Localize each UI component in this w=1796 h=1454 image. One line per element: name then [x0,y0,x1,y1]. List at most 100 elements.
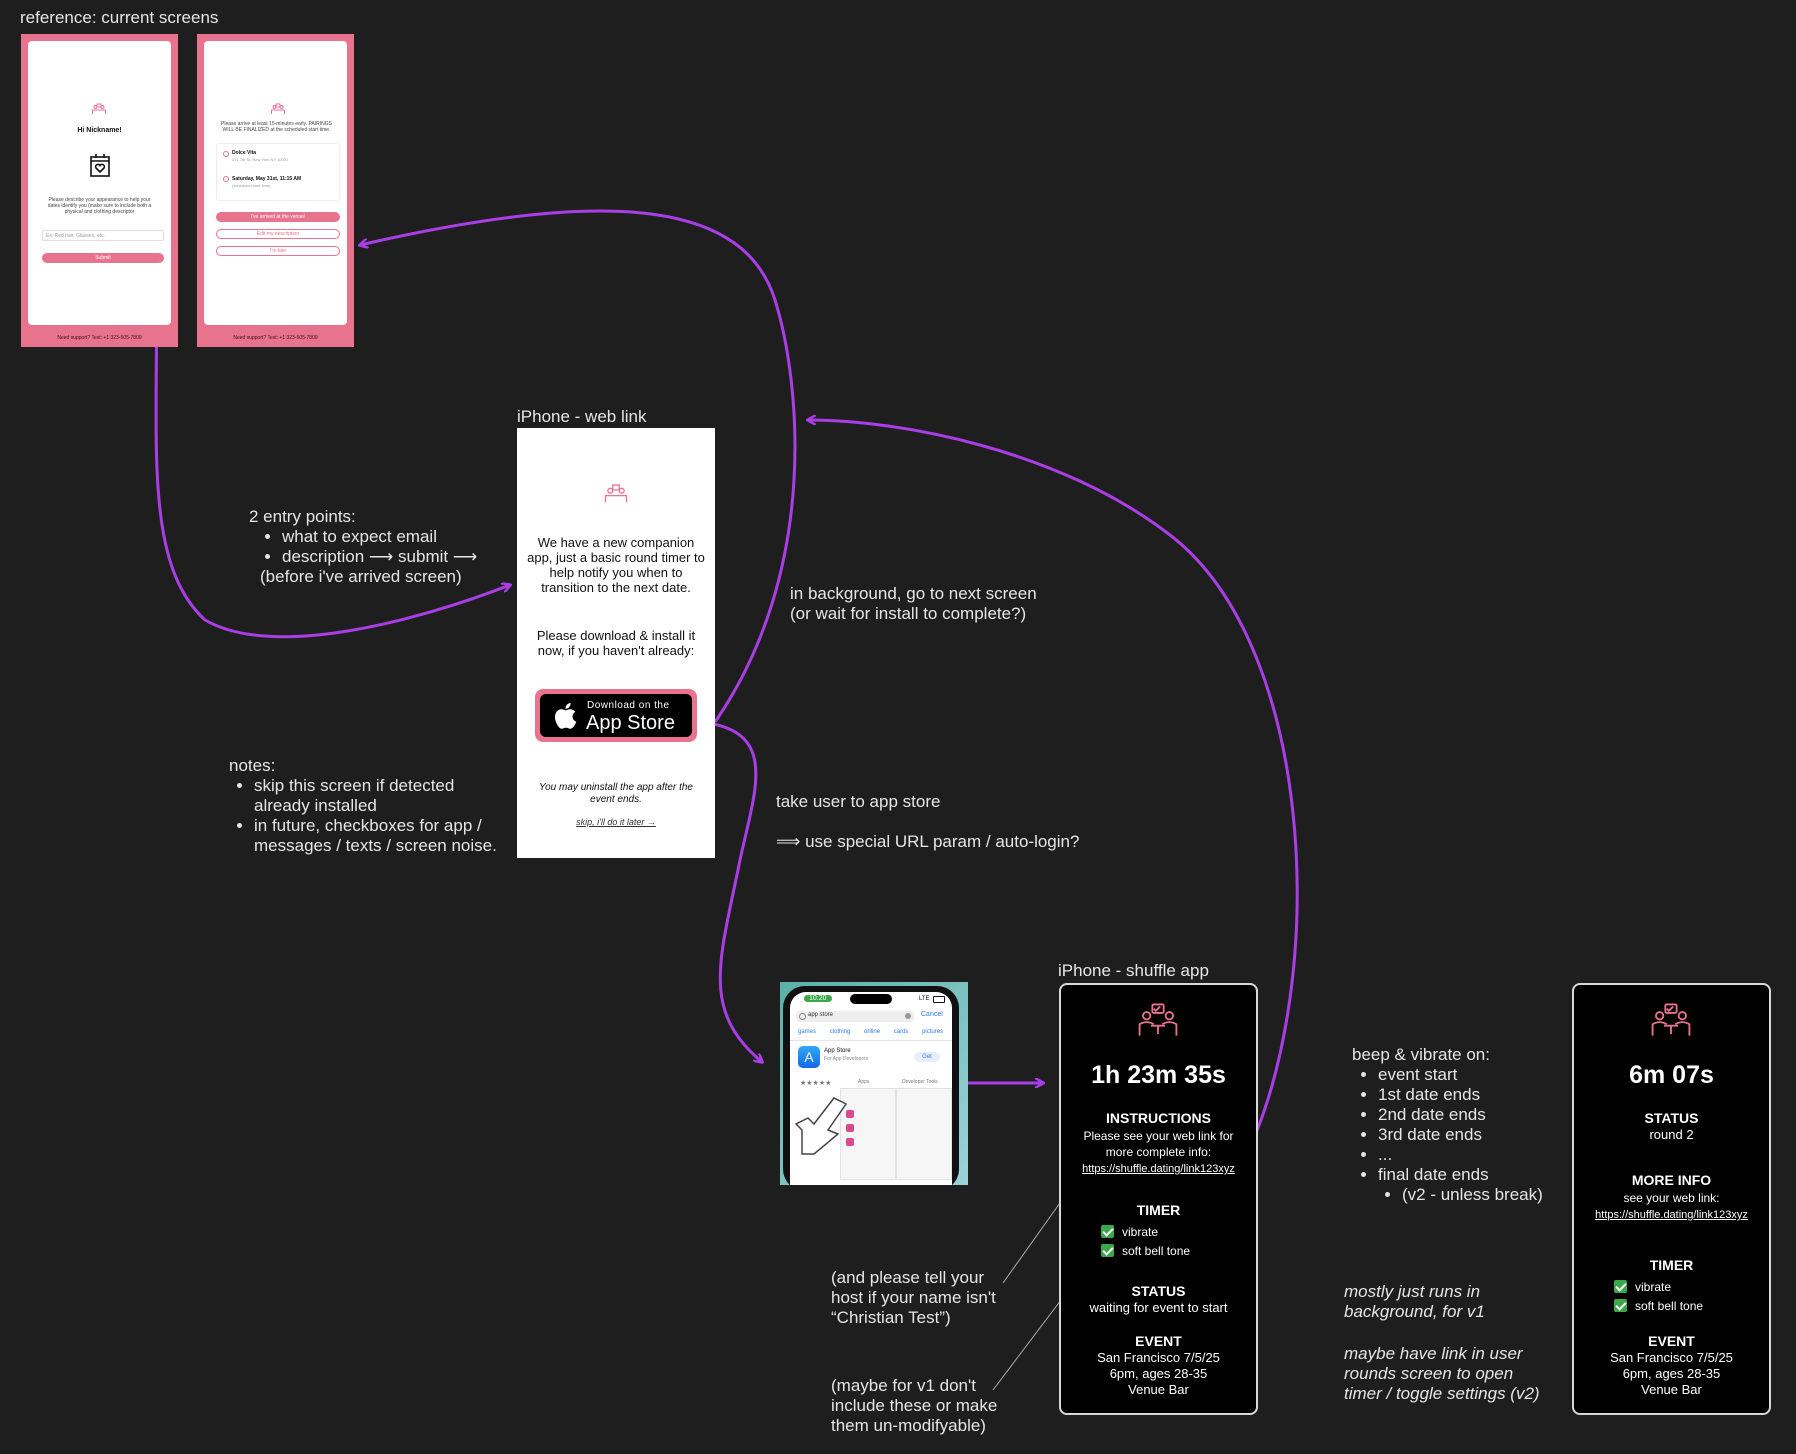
app-store-badge: Download on the App Store [540,694,692,737]
event-line: Venue Bar [1641,1382,1702,1397]
get-button[interactable]: Get [914,1052,940,1062]
beep-vibrate-note: beep & vibrate on: event start 1st date … [1352,1045,1572,1205]
app-store-badge-button[interactable]: Download on the App Store [535,689,697,742]
app-store-note-line: take user to app store [776,792,941,811]
v2-link-note: maybe have link in user rounds screen to… [1344,1344,1540,1403]
weblink-uninstall-note: You may uninstall the app after the even… [539,782,693,805]
weblink-screen: We have a new companion app, just a basi… [517,428,715,858]
ref-arrived-button[interactable]: I've arrived at the venue! [216,212,340,222]
host-name-note: (and please tell your host if your name … [831,1268,996,1327]
notes-title: notes: [229,756,276,775]
event-line: Venue Bar [1128,1382,1189,1397]
suggestion-chip[interactable]: cards [893,1029,909,1035]
suggestion-chips: games clothing online cards pictures [798,1029,948,1035]
ref-venue: Dolce Vita [232,150,257,156]
shuffle-app-screen: 1h 23m 35s INSTRUCTIONS Please see your … [1059,983,1258,1415]
entry-point-item-sub: (before i've arrived screen) [260,567,462,586]
app-name: App Store [824,1048,851,1054]
beep-event-subitem: (v2 - unless break) [1402,1185,1572,1205]
instructions-line: Please see your web link for [1083,1129,1234,1143]
search-input[interactable]: app store [796,1011,914,1022]
preview-card [896,1088,952,1180]
vibrate-label: vibrate [1122,1225,1159,1239]
event-heading: EVENT [1135,1333,1182,1349]
phone-frame: 10:20 LTE app store Cancel games clothin… [783,986,959,1185]
shuffle-logo-icon [1138,1003,1178,1036]
battery-icon [933,996,945,1003]
tab-apps[interactable]: Apps [858,1079,870,1085]
more-info-heading: MORE INFO [1631,1172,1712,1188]
dynamic-island [850,994,892,1004]
apple-icon [555,702,577,729]
shuffle-app-screen-round: 6m 07s STATUS round 2 MORE INFO see your… [1572,983,1771,1415]
clock-dot-icon [223,176,229,182]
cursor-pointer-icon [794,1097,848,1155]
ref-body: Please describe your appearance to help … [47,197,152,215]
app-subtitle: For App Developers [824,1056,869,1062]
ref-greeting: Hi Nickname! [77,127,122,134]
web-link[interactable]: https://shuffle.dating/link123xyz [1082,1163,1235,1175]
clear-icon[interactable] [905,1013,911,1019]
divider [790,1040,952,1041]
instructions-line: more complete info: [1105,1145,1212,1159]
v1-checkbox-note: (maybe for v1 don't include these or mak… [831,1376,998,1435]
status-value: waiting for event to start [1089,1300,1228,1315]
ref-body: Please arrive at least 15-minutes early.… [221,121,332,133]
ref-footer: Need support? Text: +1 323-505-7809 [233,335,318,341]
beep-event-item: event start [1378,1065,1572,1085]
phone-screen: 10:20 LTE app store Cancel games clothin… [790,992,952,1185]
location-dot-icon [223,151,229,157]
bell-checkbox[interactable]: soft bell tone [1614,1299,1703,1313]
ref-submit-button[interactable]: Submit [42,253,164,263]
tab-developer-tools[interactable]: Developer Tools [902,1079,938,1085]
event-line: San Francisco 7/5/25 [1610,1350,1733,1365]
entry-points-title: 2 entry points: [249,507,356,526]
ref-date: Saturday, May 31st, 11:15 AM [232,176,302,182]
weblink-download-prompt: Please download & install it now, if you… [536,628,696,658]
shuffle-logo-icon [604,484,628,503]
countdown-timer: 1h 23m 35s [1091,1061,1226,1089]
weblink-skip-link[interactable]: skip, i'll do it later → [576,817,656,827]
shuffle-logo-icon [271,103,285,114]
shuffle-app-label: iPhone - shuffle app [1058,961,1209,980]
suggestion-chip[interactable]: games [798,1029,817,1035]
vibrate-label: vibrate [1635,1280,1672,1294]
beep-event-item: final date ends [1378,1165,1572,1185]
event-line: 6pm, ages 28-35 [1109,1366,1208,1381]
background-note-line: in background, go to next screen [790,584,1037,603]
weblink-label: iPhone - web link [517,407,647,426]
web-link[interactable]: https://shuffle.dating/link123xyz [1595,1209,1748,1221]
ref-card: Hi Nickname! Please describe your appear… [28,41,171,325]
vibrate-checkbox[interactable]: vibrate [1101,1225,1158,1239]
entry-point-item: what to expect email [282,527,509,547]
entry-point-item: description ⟶ submit ⟶ [282,547,509,567]
background-v1-note: mostly just runs in background, for v1 [1344,1282,1485,1321]
bell-checkbox[interactable]: soft bell tone [1101,1244,1190,1258]
timer-heading: TIMER [1649,1257,1694,1273]
search-input-text: app store [808,1012,834,1018]
suggestion-chip[interactable]: online [864,1029,881,1035]
arrow-weblink-to-appstore [699,720,762,1062]
vibrate-checkbox[interactable]: vibrate [1614,1280,1671,1294]
timer-heading: TIMER [1136,1202,1181,1218]
ref-event-card [216,143,340,201]
beep-event-item: 3rd date ends [1378,1125,1572,1145]
ref-edit-button[interactable]: Edit my description [216,229,340,239]
bell-label: soft bell tone [1122,1244,1191,1258]
app-store-small-text: Download on the [587,700,670,711]
shuffle-logo-icon [1651,1003,1691,1036]
beep-event-item: 2nd date ends [1378,1105,1572,1125]
ref-input-placeholder: Ex: Red hair, Glasses, etc. [46,233,105,239]
cancel-button[interactable]: Cancel [921,1011,943,1018]
suggestion-chip[interactable]: clothing [829,1029,851,1035]
background-note: in background, go to next screen (or wai… [790,584,1037,624]
suggestion-chip[interactable]: pictures [922,1029,944,1035]
ref-description-input[interactable]: Ex: Red hair, Glasses, etc. [42,230,164,241]
checkbox-checked-icon [1101,1244,1114,1257]
beep-vibrate-title: beep & vibrate on: [1352,1045,1490,1064]
ref-address: 371 7th St, New York NY 10001 [232,157,289,162]
ref-late-button[interactable]: I'm late [216,246,340,256]
ref-screen-description: Hi Nickname! Please describe your appear… [21,34,178,347]
weblink-intro: We have a new companion app, just a basi… [527,535,705,595]
